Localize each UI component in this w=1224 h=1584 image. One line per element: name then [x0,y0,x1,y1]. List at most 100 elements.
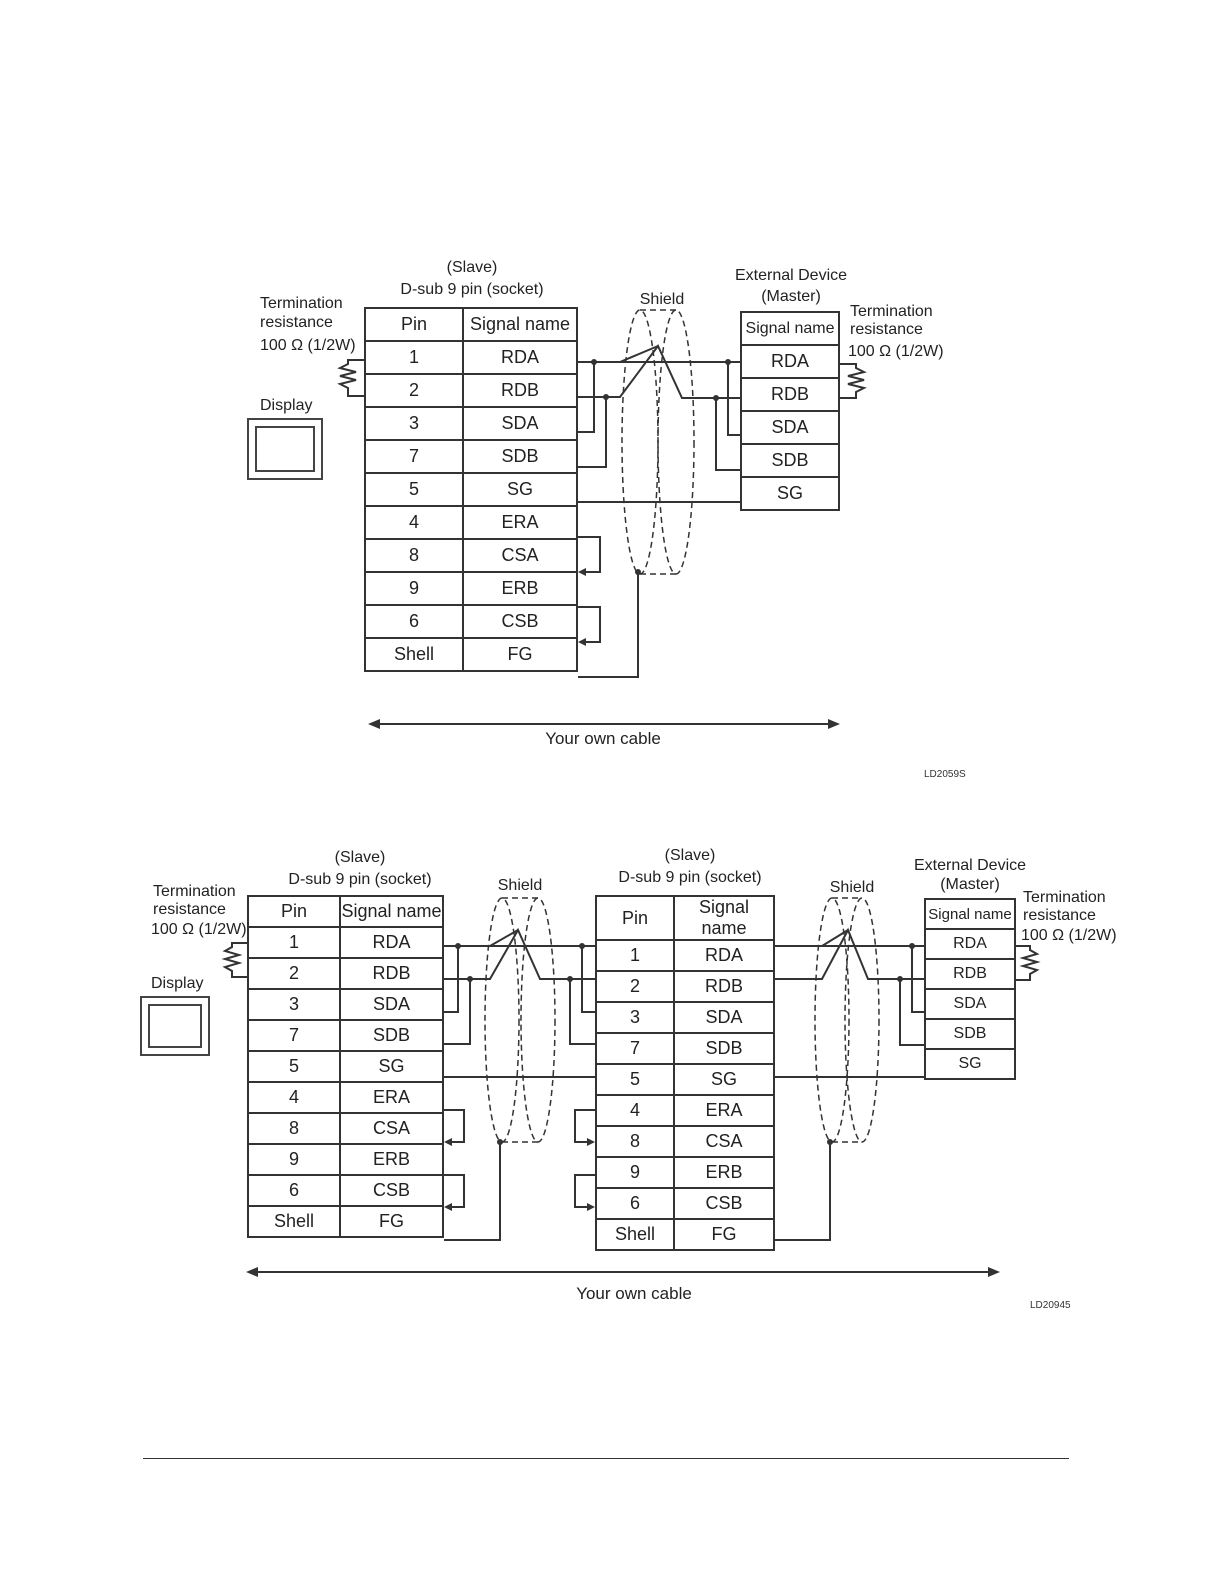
resistor-icon [840,363,867,399]
figure-code: LD20945 [1030,1300,1071,1311]
shield-label: Shield [639,291,685,308]
table-row: RDB [924,958,1016,990]
signal-cell: FG [339,1205,444,1238]
signal-cell: RDA [673,939,775,972]
signal-cell: FG [462,637,578,672]
termination-right-line3: 100 Ω (1/2W) [848,343,944,360]
signal-cell: SDB [673,1032,775,1065]
signal-cell: CSB [462,604,578,639]
table-header-row: Pin Signal name [247,895,444,928]
pin-cell: 1 [364,340,464,375]
pin-cell: 5 [364,472,464,507]
resistor-icon [221,942,247,978]
arrow-icon [246,1267,258,1277]
signal-cell: RDB [924,958,1016,990]
signal-cell: ERB [673,1156,775,1189]
pin-cell: 6 [364,604,464,639]
external-device-role: (Master) [761,288,821,305]
termination-right-line2: resistance [850,321,923,338]
termination-left-line1: Termination [260,295,343,312]
table-row: SG [924,1048,1016,1080]
external-device-title: External Device [913,857,1027,874]
pin-cell: 1 [247,926,341,959]
pin-cell: 5 [247,1050,341,1083]
signal-header: Signal name [462,307,578,342]
signal-cell: SDA [339,988,444,1021]
slave-connector-label: D-sub 9 pin (socket) [400,281,544,298]
master-signal-table: Signal name RDA RDB SDA SDB SG [740,311,840,511]
signal-cell: CSA [462,538,578,573]
wiring-lines [337,309,867,729]
slave2-connector-label: D-sub 9 pin (socket) [618,869,762,886]
pin-cell: 8 [595,1125,675,1158]
pin-cell: 2 [364,373,464,408]
pin-cell: 6 [595,1187,675,1220]
pin-cell: 3 [247,988,341,1021]
termination-right-line2: resistance [1023,907,1096,924]
pin-cell: 4 [595,1094,675,1127]
signal-cell: RDB [339,957,444,990]
shield-icon [814,897,880,1143]
shield-label-2: Shield [829,879,875,896]
pin-cell: 3 [595,1001,675,1034]
cable-label: Your own cable [576,1284,692,1303]
resistor-icon [337,359,364,397]
pin-cell: 7 [595,1032,675,1065]
table-row: RDB [740,377,840,412]
footer-divider [143,1458,1069,1459]
pin-cell: 4 [247,1081,341,1114]
signal-cell: RDB [462,373,578,408]
signal-cell: RDB [740,377,840,412]
pin-cell: 7 [364,439,464,474]
signal-cell: RDA [924,928,1016,960]
pin-header: Pin [247,895,341,928]
signal-cell: ERB [339,1143,444,1176]
termination-left-line2: resistance [153,901,226,918]
pin-cell: 9 [364,571,464,606]
slave2-title: (Slave) [664,847,716,864]
signal-cell: SDB [462,439,578,474]
signal-cell: SG [339,1050,444,1083]
pin-cell: 8 [364,538,464,573]
signal-cell: SDB [740,443,840,478]
signal-cell: RDA [740,344,840,379]
display-icon [140,996,210,1056]
pin-cell: Shell [595,1218,675,1251]
table-row: SDB [924,1018,1016,1050]
arrow-icon [368,719,380,729]
external-device-role: (Master) [940,876,1000,893]
pin-header: Pin [595,895,675,941]
shield-icon [621,309,695,575]
termination-right-line1: Termination [850,303,933,320]
pin-cell: Shell [364,637,464,672]
slave-title: (Slave) [446,259,498,276]
pin-cell: 5 [595,1063,675,1096]
display-icon [247,418,323,480]
termination-right-line1: Termination [1023,889,1106,906]
wiring-diagram-2: (Slave) D-sub 9 pin (socket) (Slave) D-s… [0,840,1224,1320]
signal-header: Signal name [339,895,444,928]
table-header-row: Pin Signal name [595,895,775,941]
pin-cell: 2 [595,970,675,1003]
table-row: SDB [740,443,840,478]
display-label: Display [151,975,204,992]
signal-cell: CSA [339,1112,444,1145]
signal-cell: SG [462,472,578,507]
